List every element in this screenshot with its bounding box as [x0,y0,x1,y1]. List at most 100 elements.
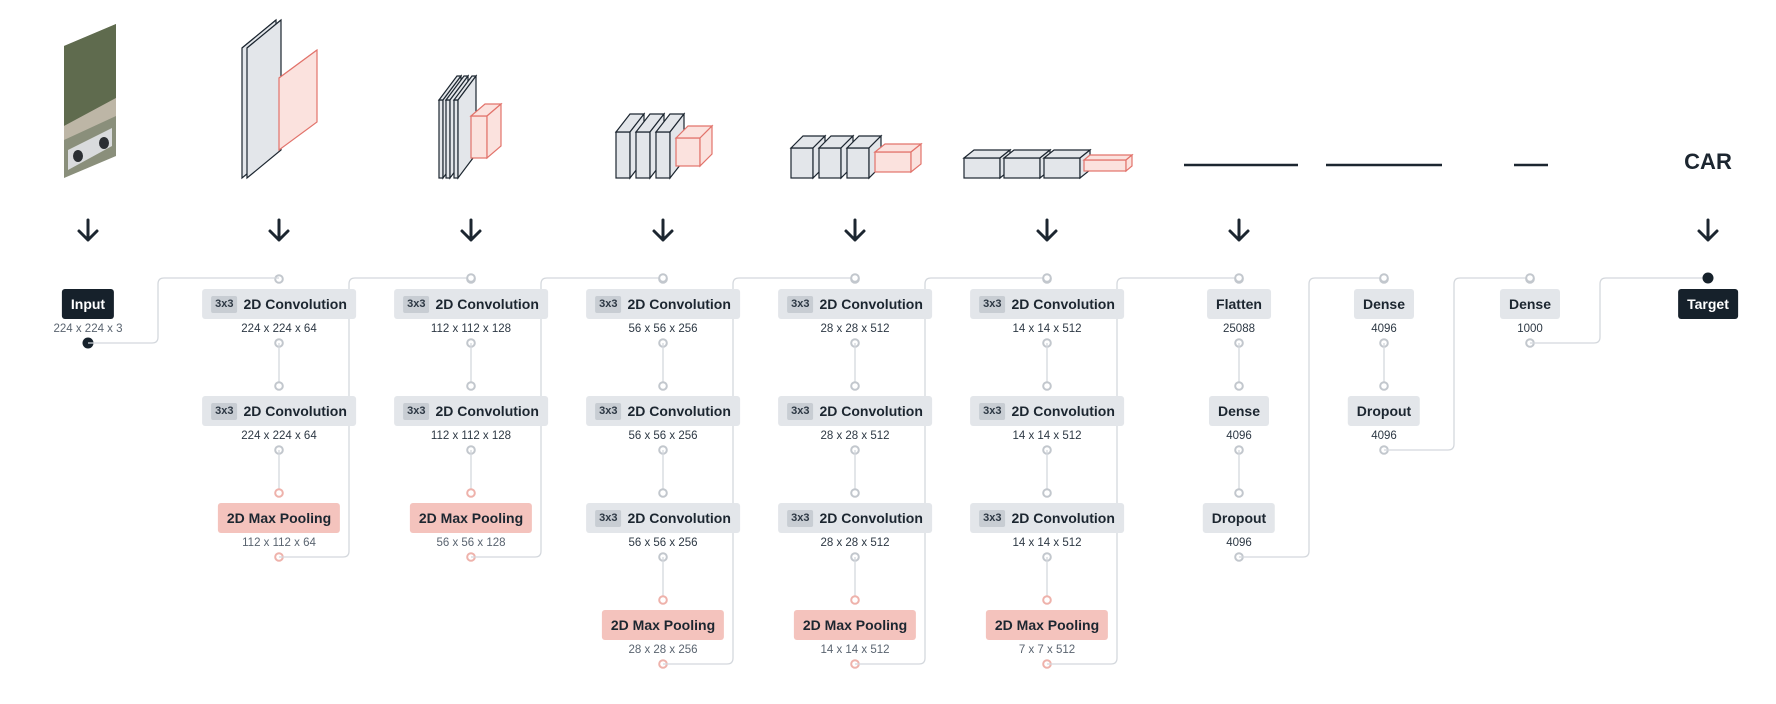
kernel-size-badge: 3x3 [211,402,238,420]
input-port [658,488,668,498]
output-shape-label: 28 x 28 x 512 [820,537,890,549]
output-shape-label: 14 x 14 x 512 [1012,430,1082,442]
layer-label: Dense [1508,296,1552,312]
kernel-size-badge: 3x3 [979,402,1006,420]
layer-label: 2D Convolution [243,403,347,419]
layer-label: 2D Max Pooling [226,510,332,526]
input-port [466,381,476,391]
output-shape-label: 4096 [1226,537,1252,549]
output-shape-label: 224 x 224 x 64 [241,430,317,442]
input-port [274,381,284,391]
block4-layer-4-node: 2D Max Pooling [793,610,917,640]
layer-label: 2D Convolution [435,403,539,419]
output-shape-label: 56 x 56 x 256 [628,430,698,442]
block5-layer-4-node: 2D Max Pooling [985,610,1109,640]
output-shape-label: 224 x 224 x 3 [53,323,123,335]
fc2-layer-1-node: Dense [1353,289,1415,319]
output-shape-label: 1000 [1517,323,1543,335]
input-port [1042,381,1052,391]
layer-label: 2D Max Pooling [802,617,908,633]
conv-volume [845,134,883,180]
fc1-layer-2-node: Dense [1208,396,1270,426]
layer-label: Target [1687,296,1729,312]
output-shape-label: 28 x 28 x 512 [820,323,890,335]
arrow-down-icon [844,218,866,242]
fc1-layer-3-node: Dropout [1202,503,1276,533]
input-port [1042,595,1052,605]
layer-label: Flatten [1216,296,1262,312]
block3-layer-2-node: 3x3 2D Convolution [586,396,740,426]
layer-label: 2D Convolution [243,296,347,312]
output-shape-label: 25088 [1223,323,1255,335]
pool-volume [873,142,923,174]
column-connector-wire [1047,277,1239,665]
output-shape-label: 56 x 56 x 256 [628,323,698,335]
layer-label: 2D Convolution [1011,296,1115,312]
arrow-down-icon [1036,218,1058,242]
column-entry-port [658,273,668,283]
kernel-size-badge: 3x3 [403,295,430,313]
input-port [1042,488,1052,498]
kernel-size-badge: 3x3 [787,509,814,527]
column-connector-wire [663,277,855,665]
column-connector-wire [1384,277,1530,451]
layer-label: 2D Convolution [819,403,923,419]
layer-label: 2D Convolution [819,510,923,526]
fc3-layer-1-node: Dense [1499,289,1561,319]
output-shape-label: 4096 [1371,323,1397,335]
arrow-down-icon [460,218,482,242]
block2-layer-3-node: 2D Max Pooling [409,503,533,533]
layer-label: 2D Convolution [627,403,731,419]
output-shape-label: 7 x 7 x 512 [1018,644,1076,656]
input-port [274,488,284,498]
block4-layer-3-node: 3x3 2D Convolution [778,503,932,533]
output-shape-label: 224 x 224 x 64 [241,323,317,335]
layer-label: 2D Max Pooling [610,617,716,633]
layer-label: 2D Max Pooling [994,617,1100,633]
output-shape-label: 14 x 14 x 512 [1012,323,1082,335]
input-port [1379,381,1389,391]
block3-layer-1-node: 3x3 2D Convolution [586,289,740,319]
block5-layer-1-node: 3x3 2D Convolution [970,289,1124,319]
input-port [658,595,668,605]
kernel-size-badge: 3x3 [595,295,622,313]
layer-label: 2D Convolution [627,510,731,526]
kernel-size-badge: 3x3 [595,402,622,420]
block1-layer-1-node: 3x3 2D Convolution [202,289,356,319]
output-shape-label: 112 x 112 x 64 [242,537,316,549]
block4-layer-2-node: 3x3 2D Convolution [778,396,932,426]
layer-label: 2D Convolution [435,296,539,312]
output-shape-label: 28 x 28 x 256 [628,644,698,656]
kernel-size-badge: 3x3 [979,295,1006,313]
block1-layer-3-node: 2D Max Pooling [217,503,341,533]
block2-layer-2-node: 3x3 2D Convolution [394,396,548,426]
column-entry-port [1702,272,1714,284]
output-shape-label: 56 x 56 x 128 [436,537,506,549]
input-node: Input [61,289,115,319]
kernel-size-badge: 3x3 [211,295,238,313]
kernel-size-badge: 3x3 [403,402,430,420]
column-entry-port [1234,273,1244,283]
target-node: Target [1678,289,1738,319]
layer-label: 2D Convolution [1011,510,1115,526]
input-port [850,488,860,498]
output-shape-label: 28 x 28 x 512 [820,430,890,442]
kernel-size-badge: 3x3 [787,402,814,420]
output-shape-label: 112 x 112 x 128 [430,323,512,335]
fc1-layer-1-node: Flatten [1207,289,1271,319]
column-entry-port [1042,273,1052,283]
pool-volume [674,124,714,168]
column-connector-wire [1239,277,1384,558]
layer-label: 2D Convolution [627,296,731,312]
conv-volume [246,18,282,180]
column-entry-port [1379,273,1389,283]
output-shape-label: 112 x 112 x 128 [430,430,512,442]
arrow-down-icon [77,218,99,242]
input-port [850,381,860,391]
input-port [658,381,668,391]
layer-label: Dropout [1356,403,1412,419]
pool-volume [278,48,318,152]
